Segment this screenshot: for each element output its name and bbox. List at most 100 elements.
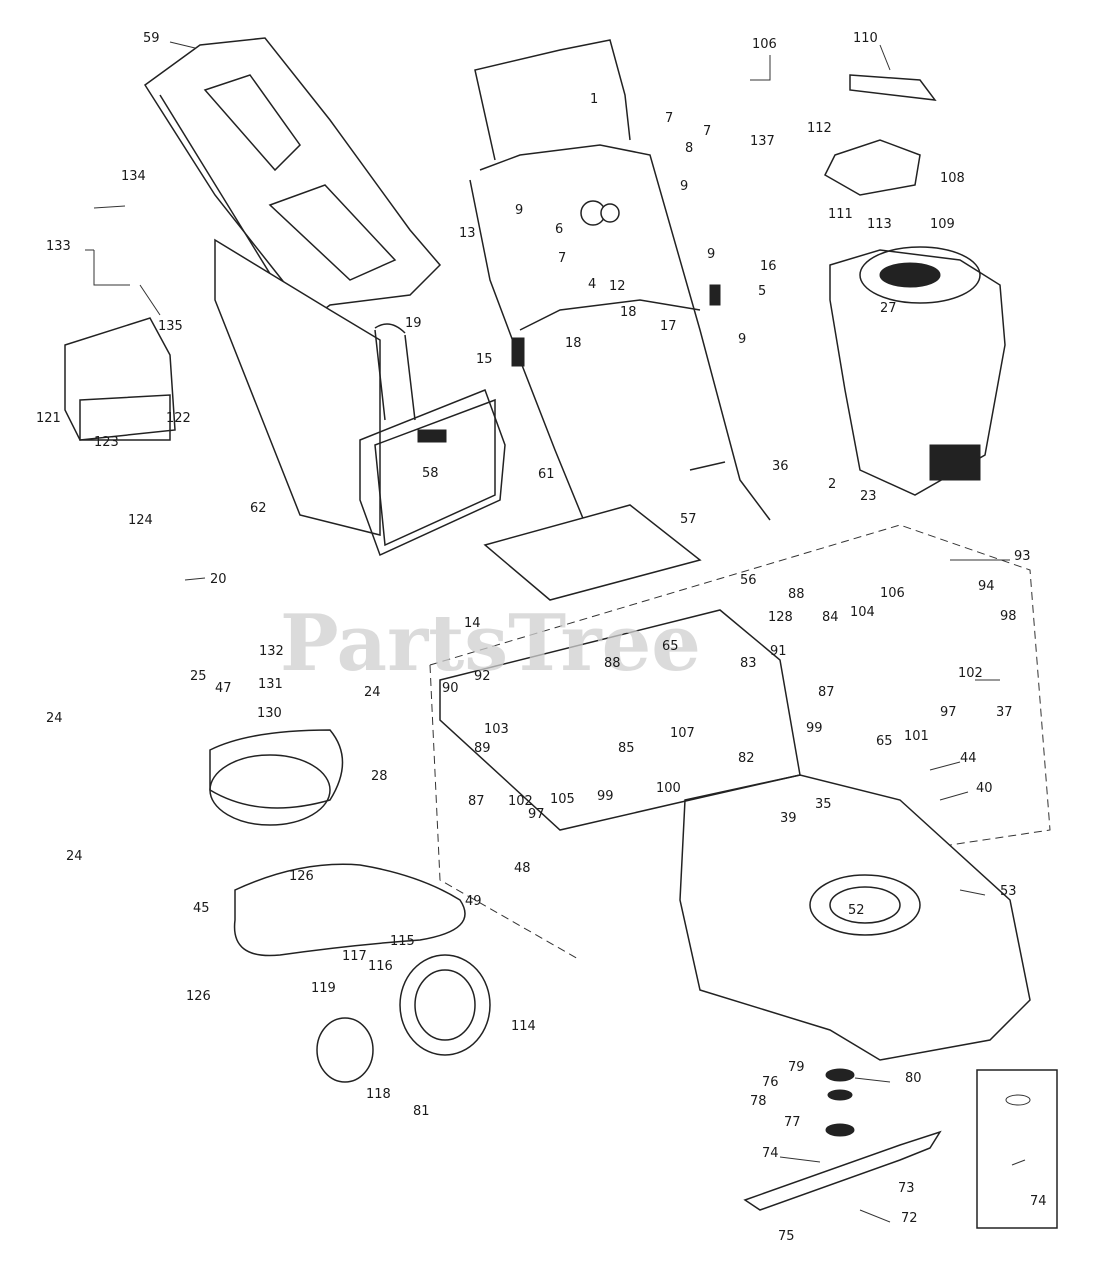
part-label: 19 (405, 316, 422, 331)
part-label: 137 (750, 134, 775, 149)
rear-wheel (316, 954, 491, 1083)
part-label: 28 (371, 769, 388, 784)
part-label: 24 (46, 711, 63, 726)
part-label: 123 (94, 435, 119, 450)
part-label: 97 (940, 705, 957, 720)
part-label: 91 (770, 644, 787, 659)
part-label: 24 (364, 685, 381, 700)
part-label: 78 (750, 1094, 767, 1109)
part-label: 126 (289, 869, 314, 884)
part-label: 45 (193, 901, 210, 916)
part-label: 37 (996, 705, 1013, 720)
part-label: 65 (662, 639, 679, 654)
part-label: 9 (738, 332, 746, 347)
part-label: 18 (620, 305, 637, 320)
mower-deck (439, 609, 1031, 1061)
part-label: 39 (780, 811, 797, 826)
part-label: 82 (738, 751, 755, 766)
part-label: 13 (459, 226, 476, 241)
part-label: 122 (166, 411, 191, 426)
inset-label: 74 (1030, 1194, 1047, 1209)
part-label: 130 (257, 706, 282, 721)
part-label: 56 (740, 573, 757, 588)
part-label: 93 (1014, 549, 1031, 564)
part-label: 23 (860, 489, 877, 504)
part-label: 76 (762, 1075, 779, 1090)
part-label: 116 (368, 959, 393, 974)
part-label: 104 (850, 605, 875, 620)
part-label: 4 (588, 277, 596, 292)
part-label: 81 (413, 1104, 430, 1119)
part-label: 16 (760, 259, 777, 274)
part-label: 126 (186, 989, 211, 1004)
part-label: 48 (514, 861, 531, 876)
part-label: 7 (703, 124, 711, 139)
handle-top-bracket (824, 74, 937, 196)
part-label: 101 (904, 729, 929, 744)
part-label: 59 (143, 31, 160, 46)
part-label: 103 (484, 722, 509, 737)
part-label: 110 (853, 31, 878, 46)
part-label: 25 (190, 669, 207, 684)
part-label: 35 (815, 797, 832, 812)
part-label: 128 (768, 610, 793, 625)
drive-group-outline (429, 524, 1051, 961)
part-label: 2 (828, 477, 836, 492)
part-label: 1 (590, 92, 598, 107)
part-label: 27 (880, 301, 897, 316)
part-label: 12 (609, 279, 626, 294)
part-label: 58 (422, 466, 439, 481)
part-label: 135 (158, 319, 183, 334)
part-label: 97 (528, 807, 545, 822)
part-label: 85 (618, 741, 635, 756)
part-label: 90 (442, 681, 459, 696)
part-label: 77 (784, 1115, 801, 1130)
part-label: 111 (828, 207, 853, 222)
part-label: 47 (215, 681, 232, 696)
part-label: 89 (474, 741, 491, 756)
part-label: 115 (390, 934, 415, 949)
part-label: 57 (680, 512, 697, 527)
part-label: 7 (558, 251, 566, 266)
grass-bag-body (214, 238, 506, 557)
part-label: 73 (898, 1181, 915, 1196)
part-label: 131 (258, 677, 283, 692)
part-label: 65 (876, 734, 893, 749)
part-label: 108 (940, 171, 965, 186)
part-label: 84 (822, 610, 839, 625)
drive-belt-cover (483, 504, 702, 601)
part-label: 49 (465, 894, 482, 909)
part-label: 106 (752, 37, 777, 52)
drive-belt (233, 863, 466, 957)
part-label: 99 (597, 789, 614, 804)
part-label: 61 (538, 467, 555, 482)
discharge-chute (64, 317, 176, 441)
watermark-text: PartsTree (280, 598, 701, 689)
grass-bag-top-cover (143, 37, 442, 322)
part-label: 9 (680, 179, 688, 194)
part-label: 9 (707, 247, 715, 262)
part-label: 88 (604, 656, 621, 671)
part-label: 133 (46, 239, 71, 254)
part-label: 105 (550, 792, 575, 807)
part-label: 92 (474, 669, 491, 684)
part-label: 98 (1000, 609, 1017, 624)
part-label: 118 (366, 1087, 391, 1102)
part-label: 113 (867, 217, 892, 232)
rear-baffle (209, 729, 344, 826)
part-label: 17 (660, 319, 677, 334)
part-label: 109 (930, 217, 955, 232)
part-label: 102 (508, 794, 533, 809)
part-label: 40 (976, 781, 993, 796)
part-label: 132 (259, 644, 284, 659)
part-label: 14 (464, 616, 481, 631)
part-label: 88 (788, 587, 805, 602)
part-label: 7 (665, 111, 673, 126)
part-label: 74 (762, 1146, 779, 1161)
blade-assembly (743, 1068, 942, 1211)
part-label: 5 (758, 284, 766, 299)
upper-handle (469, 39, 771, 561)
part-label: 87 (468, 794, 485, 809)
part-label: 20 (210, 572, 227, 587)
